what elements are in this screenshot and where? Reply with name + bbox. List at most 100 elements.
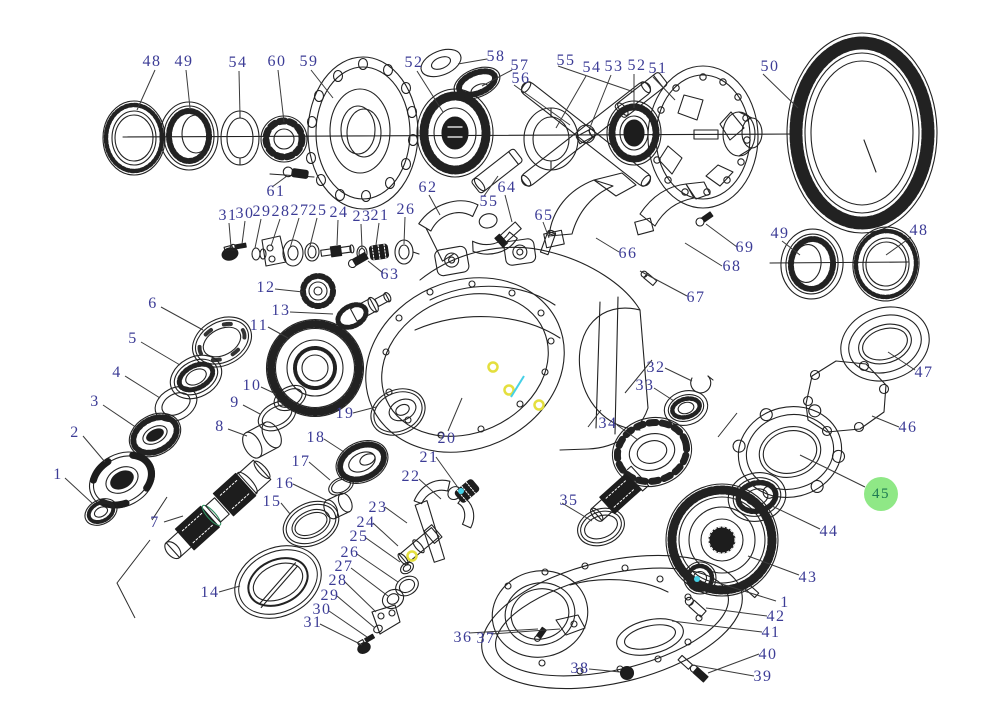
- leader-line: [691, 664, 755, 677]
- leader-line: [403, 216, 406, 245]
- leader-line: [561, 502, 593, 522]
- part-61-bolt: [282, 166, 309, 179]
- part-57-bevel-pinion: [453, 66, 501, 100]
- reference-line: [116, 539, 151, 619]
- leader-line: [228, 222, 232, 248]
- part-12-spider: [300, 273, 336, 309]
- leader-line: [799, 454, 866, 488]
- leader-line: [271, 175, 288, 188]
- part-53-pin: [575, 128, 596, 145]
- leader-line: [64, 477, 93, 504]
- part-43-gear: [665, 483, 779, 597]
- part-45-bearing-cage: [732, 404, 846, 499]
- leader-line: [356, 553, 399, 583]
- part-13-pinion-shaft: [335, 292, 392, 330]
- leader-line: [707, 653, 760, 674]
- leader-line: [254, 218, 262, 249]
- leader-line: [671, 620, 763, 633]
- small-parts-row: [221, 235, 420, 267]
- leader-line: [885, 236, 912, 256]
- leader-line: [595, 237, 620, 253]
- leader-line: [260, 386, 277, 395]
- leader-line: [242, 404, 261, 415]
- part-49-bearing-2: [780, 228, 844, 300]
- part-56-spider-cross: [520, 81, 652, 187]
- part-48-lock-ring-2: [852, 226, 920, 302]
- cyan-mark: [458, 488, 464, 494]
- leader-line: [352, 406, 377, 414]
- leader-line: [274, 288, 304, 293]
- leader-line: [267, 326, 289, 339]
- leader-line: [140, 341, 181, 366]
- leader-line: [504, 194, 513, 223]
- leader-line: [292, 483, 327, 501]
- part-65-pin: [539, 229, 557, 256]
- leader-line: [490, 628, 561, 635]
- reference-line: [151, 496, 168, 521]
- leader-line: [227, 428, 248, 437]
- part-38-plug: [619, 665, 635, 681]
- leader-line: [218, 585, 241, 593]
- leader-line: [481, 69, 513, 87]
- leader-line: [588, 668, 621, 673]
- part-58-washer: [420, 48, 462, 78]
- leader-line: [163, 515, 184, 523]
- part-63-bolt: [347, 251, 369, 269]
- part-2-clutch-hub: [89, 451, 155, 509]
- leader-line: [416, 70, 444, 113]
- leader-line: [238, 70, 241, 117]
- yellow-mark: [487, 361, 499, 373]
- part-37-clip: [555, 614, 586, 636]
- reference-line: [717, 412, 738, 438]
- leader-line: [360, 223, 363, 249]
- reference-line: [587, 409, 602, 428]
- leader-line: [447, 397, 463, 432]
- leader-line: [160, 306, 204, 331]
- leader-line: [277, 69, 285, 123]
- leader-line: [185, 69, 191, 109]
- part-55-pin-2: [471, 148, 523, 194]
- leader-line: [616, 424, 639, 441]
- part-4-washer: [154, 385, 198, 423]
- leader-line: [372, 522, 399, 547]
- part-31-cap-2: [356, 639, 371, 654]
- reference-line: [624, 359, 653, 394]
- yellow-mark: [533, 399, 545, 411]
- leader-line: [435, 456, 460, 490]
- part-21-spring: [454, 479, 480, 503]
- leader-line: [270, 218, 281, 247]
- leader-line: [781, 240, 801, 256]
- leader-line: [350, 567, 389, 597]
- leader-line: [513, 84, 571, 126]
- leader-line: [457, 58, 488, 65]
- leader-line: [652, 76, 676, 101]
- leader-line: [289, 217, 300, 249]
- leader-line: [588, 74, 612, 131]
- cyan-mark-line: [510, 375, 525, 398]
- leader-line: [336, 219, 339, 246]
- leader-line: [705, 607, 768, 617]
- part-18-bevel-gear: [335, 440, 389, 484]
- part-8-bushing: [242, 421, 282, 459]
- leader-line: [241, 220, 246, 245]
- leader-line: [555, 75, 587, 129]
- leader-line: [289, 311, 334, 315]
- leader-line: [328, 610, 368, 638]
- leader-line: [747, 555, 800, 576]
- part-7-shaft: [164, 459, 272, 560]
- leader-line: [365, 537, 401, 563]
- leader-line: [323, 438, 345, 453]
- part-11-gear: [265, 318, 365, 418]
- part-42-bolt: [684, 596, 707, 618]
- part-23-shaft: [397, 524, 443, 566]
- part-cover-housing: [481, 554, 743, 690]
- leader-line: [542, 221, 550, 239]
- leader-line: [124, 375, 161, 399]
- part-hotspot-45[interactable]: 45: [864, 477, 898, 511]
- part-33-bearing: [663, 390, 709, 426]
- part-62-shift-fork: [418, 200, 518, 262]
- part-15-cup: [282, 500, 340, 548]
